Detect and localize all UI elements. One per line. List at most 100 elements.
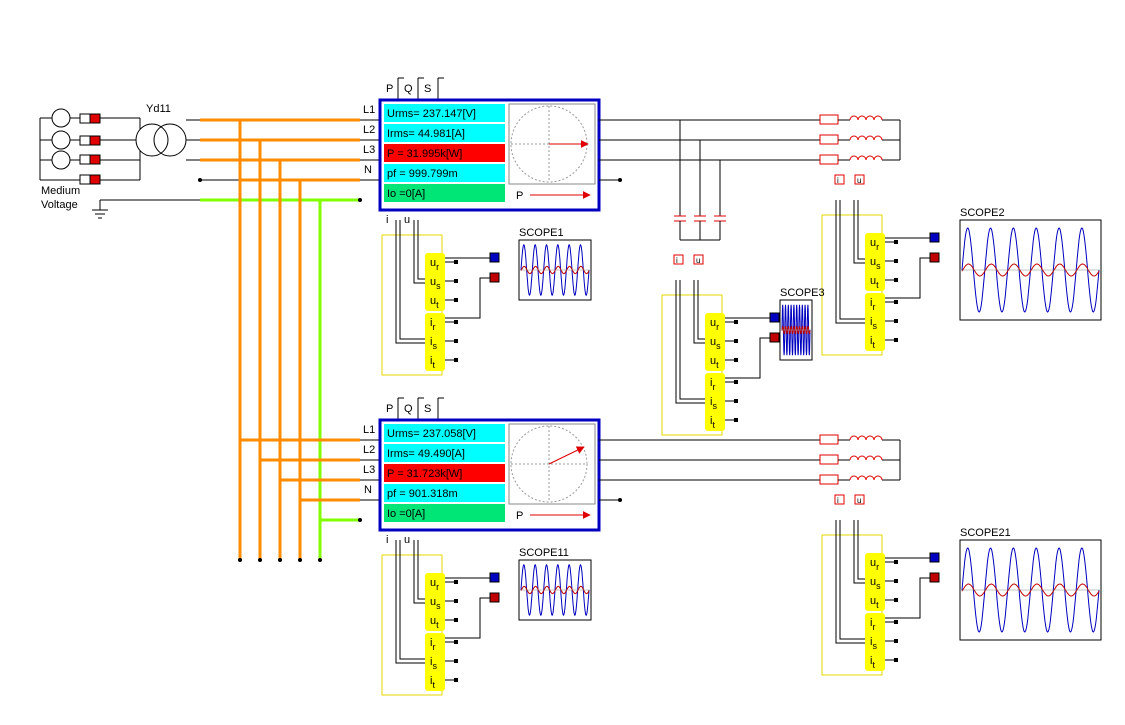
probe-u-pill xyxy=(865,553,885,611)
probe-wire-i2 xyxy=(679,280,705,400)
scope-trace-i xyxy=(961,583,1100,597)
probe-head-i[interactable] xyxy=(834,494,845,505)
scope-input-i[interactable] xyxy=(769,332,780,343)
probe-head-i-label: i xyxy=(676,256,678,265)
scope-title: SCOPE1 xyxy=(519,227,564,239)
probe-u-label-r: ur xyxy=(430,257,439,272)
medium-voltage-source[interactable] xyxy=(39,108,141,185)
probe-u-pill xyxy=(705,313,725,371)
scope-input-i[interactable] xyxy=(489,272,500,283)
meter2-urms: Urms= 237.058[V] xyxy=(387,428,476,440)
probe-i-label-s: is xyxy=(870,316,877,331)
meter2-pin-p: P xyxy=(386,403,393,415)
power-meter-2[interactable]: P Q S L1 L2 L3 N Urms= 237.058[V] Irms= … xyxy=(363,397,601,546)
scope-title: SCOPE2 xyxy=(960,207,1005,219)
probe-head-i[interactable] xyxy=(834,174,845,185)
power-meter-1[interactable]: P Q S L1 L2 L3 N Urms= 237.147[V] Irms= … xyxy=(363,77,601,226)
scope-input-i[interactable] xyxy=(929,572,940,583)
probe-i-pill xyxy=(705,373,725,431)
scope-title: SCOPE21 xyxy=(960,527,1011,539)
meter1-pin-u: u xyxy=(404,214,410,226)
feeder-lines xyxy=(599,119,901,502)
probe-terminal xyxy=(894,319,898,323)
scope-input-i[interactable] xyxy=(489,592,500,603)
probe-wire-i2 xyxy=(839,520,865,640)
meter2-label-l2: L2 xyxy=(363,444,375,456)
probe-wire-u xyxy=(853,200,865,264)
scope-input-u[interactable] xyxy=(489,572,500,583)
scope-trace-i xyxy=(781,325,811,335)
scope-scope1[interactable]: SCOPE1 xyxy=(518,227,592,301)
scope-input-u[interactable] xyxy=(769,312,780,323)
scope-trace-i xyxy=(520,265,590,275)
probe-head-u[interactable] xyxy=(693,254,704,265)
probe-i-label-t: it xyxy=(870,335,875,350)
scope-trace-i xyxy=(961,263,1100,277)
probe-i-pill xyxy=(865,293,885,351)
probe-i-label-r: ir xyxy=(710,377,715,392)
scope-input-u[interactable] xyxy=(929,232,940,243)
probe-u-label-s: us xyxy=(710,336,721,351)
probe-wire-u2 xyxy=(857,520,865,580)
load-impedance-bottom[interactable] xyxy=(819,434,883,485)
meter2-pin-q: Q xyxy=(404,403,413,415)
scope-input-i[interactable] xyxy=(929,252,940,263)
busbar-system xyxy=(186,118,380,562)
load-impedance-top[interactable] xyxy=(819,114,883,165)
probe-u-label-t: ut xyxy=(870,275,879,290)
probe-terminal xyxy=(894,278,898,282)
probe-i-label-s: is xyxy=(430,336,437,351)
meter2-io: Io =0[A] xyxy=(387,508,425,520)
probe-i-pill xyxy=(425,313,445,371)
probe-wire-i2 xyxy=(839,200,865,320)
scope-scope11[interactable]: SCOPE11 xyxy=(518,547,592,621)
meter2-label-n: N xyxy=(364,484,372,496)
probe-i-label-r: ir xyxy=(430,317,435,332)
transformer-yd11[interactable] xyxy=(135,123,187,157)
probe-i-label-r: ir xyxy=(430,637,435,652)
meter2-irms: Irms= 49.490[A] xyxy=(387,448,465,460)
probe-wire-i xyxy=(835,520,865,644)
probe-wire-u2 xyxy=(697,280,705,340)
scope-input-u[interactable] xyxy=(929,552,940,563)
probe-terminal xyxy=(734,418,738,422)
probe-terminal xyxy=(454,599,458,603)
meter2-pin-s: S xyxy=(424,403,431,415)
probe-wire-i xyxy=(675,280,705,404)
probe-terminal xyxy=(734,358,738,362)
probe-terminal xyxy=(894,240,898,244)
scope-input-u[interactable] xyxy=(489,252,500,263)
probe-u-label-t: ut xyxy=(870,595,879,610)
probe-head-u-label: u xyxy=(857,176,861,185)
probe-terminal xyxy=(454,358,458,362)
meter2-label-l1: L1 xyxy=(363,424,375,436)
probe-head-u[interactable] xyxy=(854,494,865,505)
probe-head-i-label: i xyxy=(837,176,839,185)
scope-scope21[interactable]: SCOPE21 xyxy=(959,527,1102,641)
probe-wire-u xyxy=(413,540,425,604)
scope-scope3[interactable]: SCOPE3 xyxy=(779,287,825,361)
probe-head-u[interactable] xyxy=(854,174,865,185)
capacitor-bank[interactable] xyxy=(674,120,726,241)
probe-i-label-r: ir xyxy=(870,617,875,632)
meter1-pin-q: Q xyxy=(404,83,413,95)
scope-title: SCOPE3 xyxy=(780,287,825,299)
probe-u-pill xyxy=(425,253,445,311)
probe-u-pill xyxy=(865,233,885,291)
meter1-pf: pf = 999.799m xyxy=(387,168,458,180)
probe-i-pill xyxy=(425,633,445,691)
probe-wire-u xyxy=(853,520,865,584)
probe-head-i[interactable] xyxy=(673,254,684,265)
probe-terminal xyxy=(894,639,898,643)
scope-scope2[interactable]: SCOPE2 xyxy=(959,207,1102,321)
probe-wire-u2 xyxy=(417,220,425,280)
